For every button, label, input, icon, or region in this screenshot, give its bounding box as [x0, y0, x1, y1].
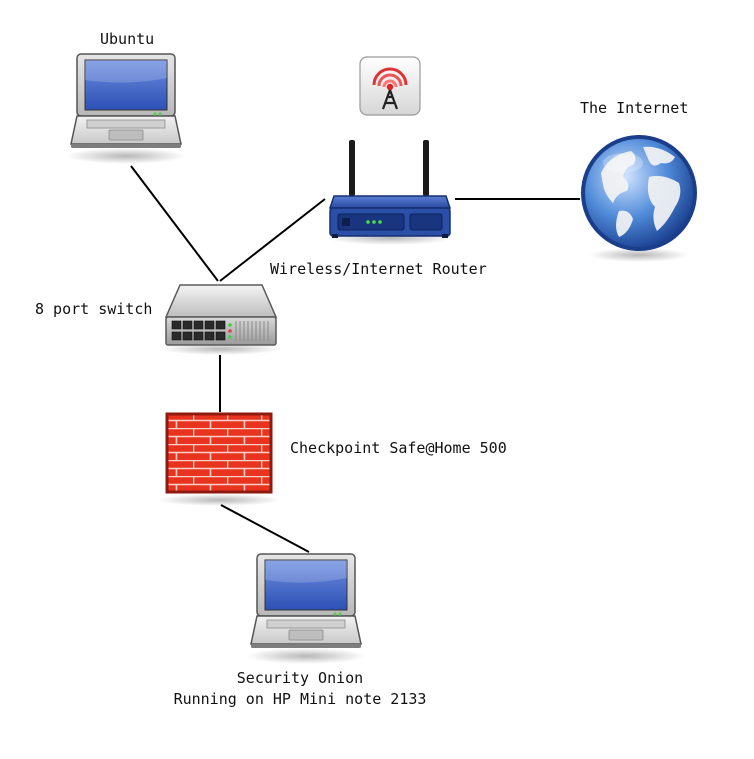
link-ubuntu-switch	[130, 165, 219, 282]
link-firewall-securityonion	[220, 504, 310, 553]
firewall-label: Checkpoint Safe@Home 500	[290, 439, 507, 457]
switch-label: 8 port switch	[35, 300, 153, 318]
network-switch-icon	[161, 284, 281, 355]
connection-lines	[130, 165, 580, 553]
security-onion-sublabel: Running on HP Mini note 2133	[173, 690, 427, 708]
wireless-signal-icon	[359, 56, 421, 116]
ubuntu-label: Ubuntu	[100, 30, 155, 48]
ubuntu-laptop-icon	[66, 53, 186, 164]
security-onion-laptop-icon	[246, 553, 366, 664]
internet-label: The Internet	[580, 99, 689, 117]
globe-icon	[581, 135, 697, 262]
firewall-icon	[157, 412, 281, 506]
security-onion-label: Security Onion	[236, 669, 364, 687]
link-router-switch	[219, 198, 326, 282]
router-label: Wireless/Internet Router	[270, 260, 487, 278]
wireless-router-icon	[326, 140, 454, 245]
